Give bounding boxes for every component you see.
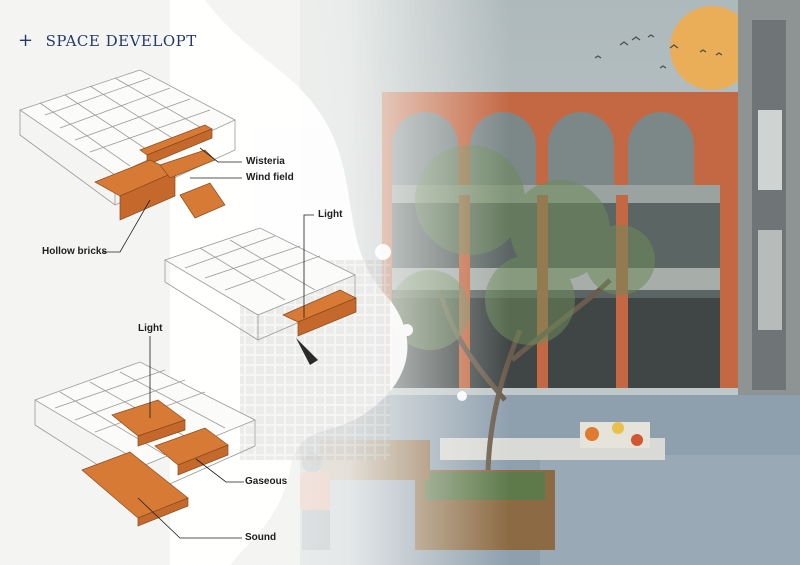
leader-lines [102,147,314,539]
axonometric-plan-3 [34,361,256,527]
label-hollow-bricks: Hollow bricks [42,246,108,257]
sun [670,6,754,90]
page-title-text: SPACE DEVELOPT [45,31,197,50]
label-light-bottom: Light [138,323,163,334]
plus-icon: + [18,30,34,51]
page-title: + SPACE DEVELOPT [18,30,197,51]
axonometric-plan-2 [164,227,357,365]
label-wisteria: Wisteria [246,156,285,167]
axonometric-plan-1 [19,69,236,221]
label-sound: Sound [245,532,277,543]
label-wind-field: Wind field [246,172,294,183]
label-light-top: Light [318,209,343,220]
label-gaseous: Gaseous [245,476,288,487]
